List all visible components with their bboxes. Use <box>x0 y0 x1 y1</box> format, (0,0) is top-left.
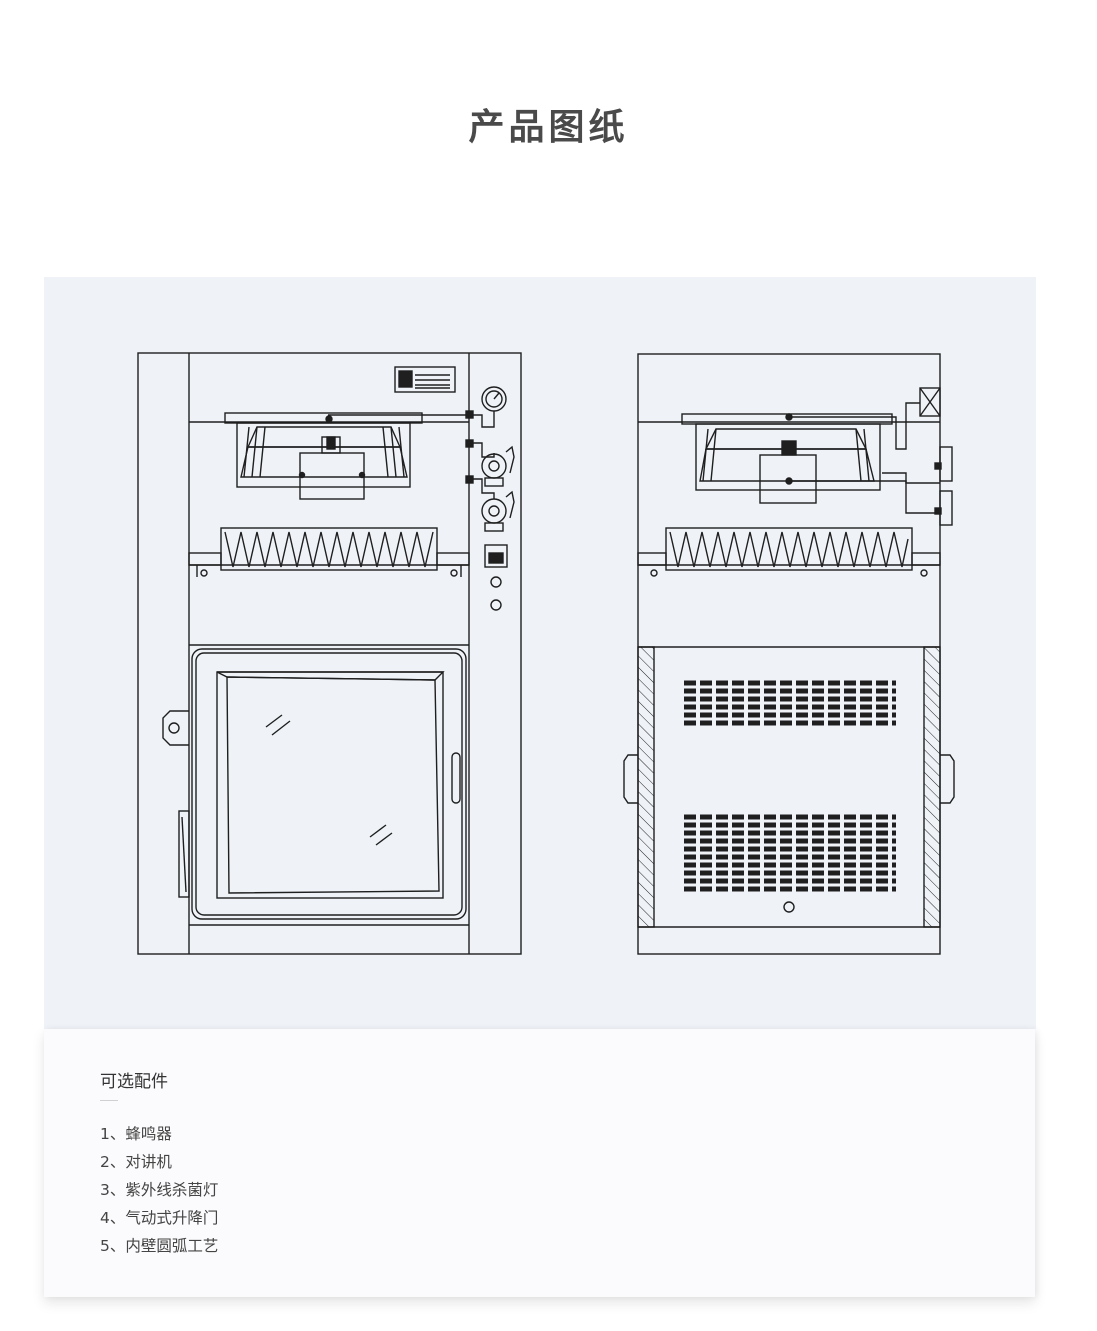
side-view <box>623 353 955 955</box>
title-divider <box>100 1100 118 1101</box>
page-title: 产品图纸 <box>468 107 629 148</box>
drawing-panel <box>44 277 1036 1029</box>
front-fan-unit <box>224 412 423 500</box>
brand-logo-plate <box>394 366 456 393</box>
side-hepa-filter <box>637 527 941 577</box>
side-pipes <box>789 387 953 526</box>
front-door <box>162 648 467 920</box>
list-item: 5、内壁圆弧工艺 <box>100 1237 219 1255</box>
side-hatched-walls <box>637 646 941 928</box>
front-outer-frame <box>137 352 522 955</box>
front-hepa-filter <box>188 527 470 577</box>
accessories-list: 1、蜂鸣器 2、对讲机 3、紫外线杀菌灯 4、气动式升降门 5、内壁圆弧工艺 <box>100 1123 218 1263</box>
list-item: 2、对讲机 <box>100 1153 172 1171</box>
accessories-card: 可选配件 1、蜂鸣器 2、对讲机 3、紫外线杀菌灯 4、气动式升降门 5、内壁圆… <box>44 1029 1035 1297</box>
list-item: 1、蜂鸣器 <box>100 1125 172 1143</box>
side-handle-right <box>940 754 955 804</box>
accessories-title: 可选配件 <box>100 1072 168 1092</box>
technical-drawing <box>137 352 955 955</box>
list-item: 3、紫外线杀菌灯 <box>100 1181 219 1199</box>
side-handle-left <box>623 754 638 804</box>
side-drain-hole <box>783 901 795 913</box>
side-vent-grille-upper <box>684 680 896 726</box>
side-fan-unit <box>681 413 893 504</box>
side-vent-grille-lower <box>684 814 896 892</box>
front-view <box>137 352 522 955</box>
front-control-panel <box>484 544 508 611</box>
list-item: 4、气动式升降门 <box>100 1209 219 1227</box>
front-pressure-gauges <box>328 386 515 532</box>
